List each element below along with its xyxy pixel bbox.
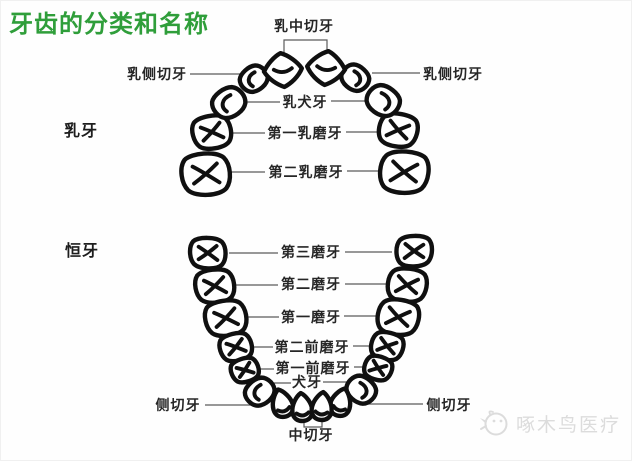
label-permanent-lateral-incisor-left: 侧切牙 xyxy=(155,397,201,413)
tooth-deciduous-second-molar-right xyxy=(378,149,430,195)
tooth-permanent-third-molar-left xyxy=(188,236,228,271)
label-deciduous-canine: 乳犬牙 xyxy=(282,94,328,110)
woodpecker-bird-icon xyxy=(480,410,508,436)
watermark-brand-text: 啄木鸟医疗 xyxy=(516,414,622,436)
page-title: 牙齿的分类和名称 xyxy=(9,11,209,38)
label-deciduous-lateral-incisor-left: 乳侧切牙 xyxy=(127,66,187,82)
label-permanent-first-molar: 第一磨牙 xyxy=(281,309,341,325)
tooth-permanent-central-incisor-right xyxy=(311,391,333,421)
label-permanent-canine: 犬牙 xyxy=(292,374,322,390)
tooth-deciduous-central-incisor-left xyxy=(263,51,304,88)
label-permanent-first-premolar: 第一前磨牙 xyxy=(275,360,351,376)
label-deciduous-second-molar: 第二乳磨牙 xyxy=(268,164,344,180)
label-permanent-central-incisor: 中切牙 xyxy=(288,427,334,443)
section-label-deciduous: 乳牙 xyxy=(64,123,99,140)
label-permanent-second-molar: 第二磨牙 xyxy=(281,276,341,292)
tooth-permanent-third-molar-right xyxy=(394,234,434,269)
label-permanent-lateral-incisor-right: 侧切牙 xyxy=(426,397,472,413)
tooth-deciduous-second-molar-left xyxy=(180,151,232,197)
watermark: 啄木鸟医疗 xyxy=(478,409,621,437)
label-permanent-third-molar: 第三磨牙 xyxy=(281,244,341,260)
label-permanent-second-premolar: 第二前磨牙 xyxy=(274,339,350,355)
section-label-permanent: 恒牙 xyxy=(65,243,100,260)
label-deciduous-lateral-incisor-right: 乳侧切牙 xyxy=(423,66,483,82)
label-deciduous-central-incisor: 乳中切牙 xyxy=(274,18,334,34)
label-deciduous-first-molar: 第一乳磨牙 xyxy=(267,125,343,141)
